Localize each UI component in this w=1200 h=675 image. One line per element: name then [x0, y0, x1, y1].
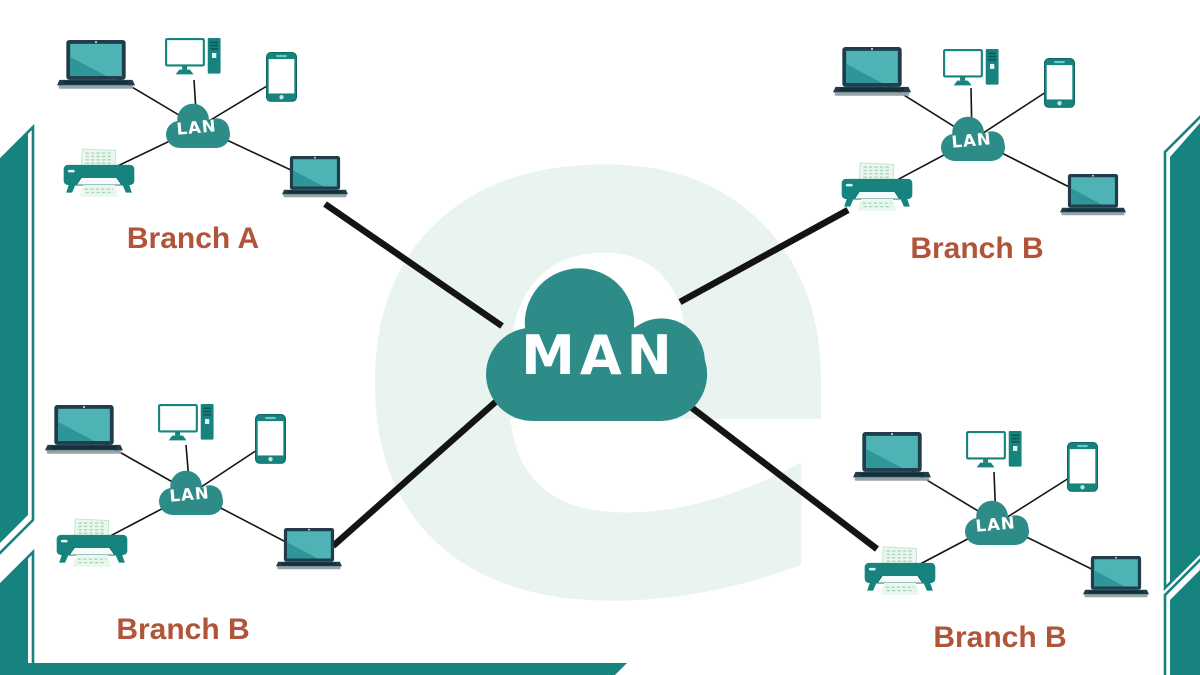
- desktop-computer-icon: [943, 49, 1000, 87]
- desktop-computer-icon: [158, 404, 215, 442]
- man-label: MAN: [521, 324, 677, 387]
- smartphone-icon: [266, 52, 297, 102]
- man-link-top-left: [323, 201, 504, 329]
- man-link-bottom-right: [681, 398, 879, 552]
- lan-label: LAN: [975, 513, 1017, 535]
- smartphone-icon: [1044, 58, 1075, 108]
- branch-label: Branch B: [910, 232, 1043, 265]
- desktop-computer-icon: [165, 38, 222, 76]
- branch-bottom-right: LAN Branch B: [853, 431, 1149, 654]
- lan-label: LAN: [176, 116, 218, 138]
- lan-label: LAN: [951, 129, 993, 151]
- laptop-icon: [1060, 174, 1126, 216]
- lan-cloud: LAN: [166, 103, 231, 148]
- lan-label: LAN: [169, 483, 211, 505]
- man-link-top-right: [678, 207, 850, 305]
- printer-icon: [864, 546, 936, 596]
- laptop-icon: [276, 528, 342, 570]
- left-border-decoration: [0, 123, 35, 675]
- laptop-icon: [853, 432, 931, 481]
- smartphone-icon: [255, 414, 286, 464]
- branch-label: Branch A: [127, 222, 259, 255]
- branch-bottom-left: LAN Branch B: [45, 404, 342, 646]
- branch-label: Branch B: [116, 613, 249, 646]
- laptop-icon: [57, 40, 135, 89]
- branch-top-left: LAN Branch A: [57, 38, 348, 255]
- man-cloud: MAN: [486, 268, 708, 421]
- printer-icon: [56, 518, 128, 568]
- laptop-icon: [833, 47, 911, 96]
- lan-cloud: LAN: [941, 116, 1006, 161]
- lan-cloud: LAN: [159, 470, 224, 515]
- laptop-icon: [282, 156, 348, 198]
- man-link-bottom-left: [330, 395, 503, 549]
- branch-label: Branch B: [933, 621, 1066, 654]
- lan-cloud: LAN: [965, 500, 1030, 545]
- bottom-bar-decoration: [0, 663, 627, 675]
- printer-icon: [63, 148, 135, 198]
- smartphone-icon: [1067, 442, 1098, 492]
- laptop-icon: [45, 405, 123, 454]
- man-links: [323, 201, 879, 552]
- right-border-decoration: [1163, 115, 1200, 675]
- branch-top-right: LAN Branch B: [833, 47, 1126, 265]
- desktop-computer-icon: [966, 431, 1023, 469]
- laptop-icon: [1083, 556, 1149, 598]
